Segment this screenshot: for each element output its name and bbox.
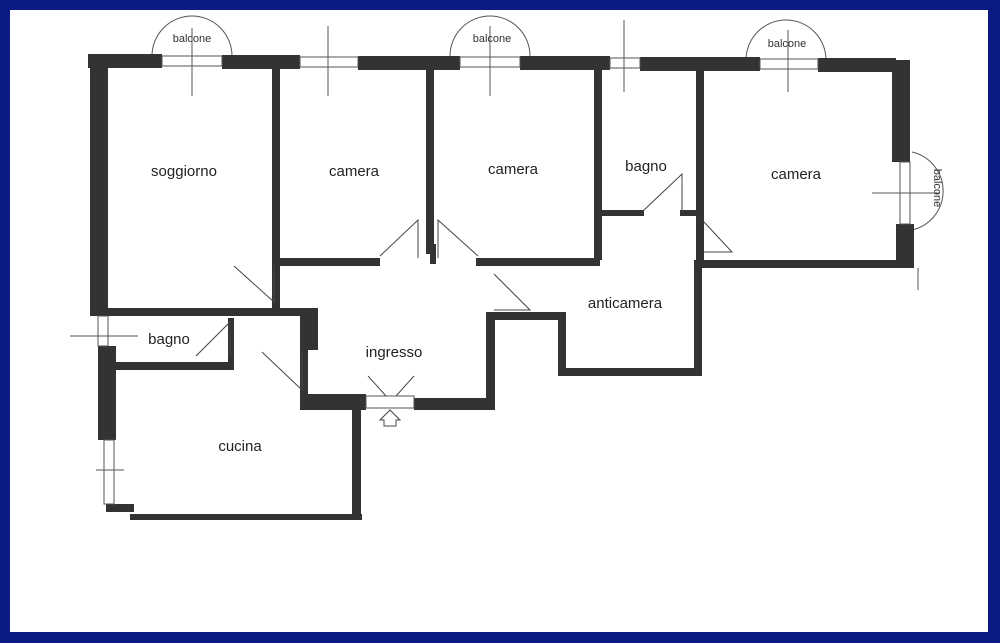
balcony-label-1: balcone xyxy=(173,33,212,45)
room-label-anticamera: anticamera xyxy=(588,295,663,312)
room-label-bagno-left: bagno xyxy=(148,331,190,348)
balcony-2 xyxy=(449,15,531,57)
room-label-soggiorno: soggiorno xyxy=(151,163,217,180)
room-label-camera-1: camera xyxy=(329,163,380,180)
balcony-1 xyxy=(151,15,233,57)
balcony-label-2: balcone xyxy=(473,33,512,45)
room-label-ingresso: ingresso xyxy=(366,344,423,361)
balcony-label-4: balcone xyxy=(931,169,943,208)
entrance-arrow-icon xyxy=(378,409,402,427)
balcony-label-3: balcone xyxy=(768,38,807,50)
windows xyxy=(70,20,940,505)
room-label-camera-2: camera xyxy=(488,161,539,178)
door-swings xyxy=(195,172,734,409)
room-label-bagno-top: bagno xyxy=(625,158,667,175)
balcony-3 xyxy=(745,19,827,61)
floor-plan-frame xyxy=(10,10,988,632)
room-label-cucina: cucina xyxy=(218,438,262,455)
interior-walls xyxy=(106,66,704,398)
room-label-camera-3: camera xyxy=(771,166,822,183)
balcony-4 xyxy=(911,151,944,231)
exterior-walls xyxy=(88,54,914,520)
